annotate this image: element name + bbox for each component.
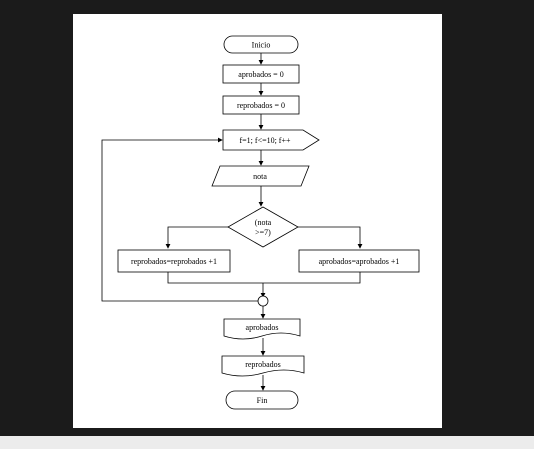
input-parallelogram	[211, 165, 310, 187]
output-reprobados-label: reprobados	[245, 360, 281, 369]
then-branch-label: aprobados=aprobados +1	[319, 257, 400, 266]
loop-box	[222, 129, 320, 151]
condition-label-line2: >=7)	[255, 228, 271, 237]
input-label: nota	[253, 172, 267, 181]
output-aprobados-document	[223, 318, 301, 340]
init-aprobados-label: aprobados = 0	[238, 70, 283, 79]
else-connector	[165, 226, 228, 249]
bottom-strip	[0, 436, 534, 449]
end-label: Fin	[257, 396, 268, 405]
condition-label-line1: (nota	[255, 218, 272, 227]
connector-circle	[257, 295, 269, 307]
end-terminal	[225, 390, 299, 410]
output-reprobados-document	[221, 355, 305, 377]
merge-line-left	[167, 272, 361, 284]
process-aprobados-increment	[298, 249, 420, 273]
else-branch-label: reprobados=reprobados +1	[131, 257, 217, 266]
init-reprobados-label: reprobados = 0	[237, 101, 285, 110]
decision-diamond	[227, 206, 299, 248]
process-reprobados-increment	[117, 249, 231, 273]
output-aprobados-label: aprobados	[246, 323, 279, 332]
loop-back-connector	[101, 137, 258, 302]
start-label: Inicio	[252, 41, 271, 50]
loop-label: f=1; f<=10; f++	[240, 136, 291, 145]
then-connector	[298, 226, 363, 249]
